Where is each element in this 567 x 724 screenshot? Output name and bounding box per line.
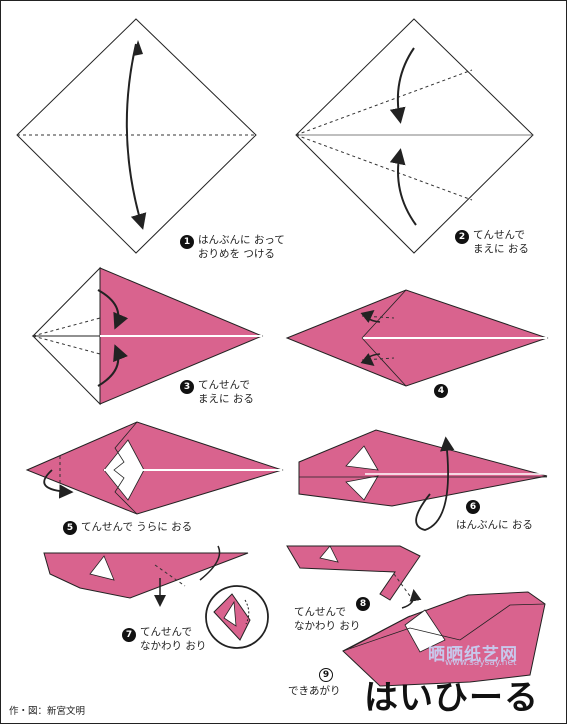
step-5-figure	[25, 421, 284, 515]
step-1-line-1: はんぶんに おって	[198, 234, 285, 246]
step-9-number: 9	[319, 668, 333, 682]
watermark-logo: 晒晒纸艺网	[428, 645, 518, 665]
step-2-caption: てんせんで まえに おる	[473, 228, 529, 256]
step-2-line-1: てんせんで	[473, 229, 525, 241]
step-3-line-1: てんせんで	[198, 379, 250, 391]
step-1-line-2: おりめを つける	[198, 248, 275, 260]
step-9-figure	[342, 591, 546, 687]
step-5-line-1: てんせんで うらに おる	[81, 521, 193, 533]
step-9-line-1: できあがり	[288, 685, 341, 697]
step-2-number: 2	[455, 230, 469, 244]
step-3-caption: てんせんで まえに おる	[198, 378, 254, 406]
step-7-caption: てんせんで なかわり おり	[140, 625, 206, 653]
step-8-line-2: なかわり おり	[294, 620, 361, 632]
step-1-caption: はんぶんに おって おりめを つける	[198, 233, 285, 261]
step-3-line-2: まえに おる	[198, 393, 254, 405]
step-2-line-2: まえに おる	[473, 243, 529, 255]
step-1-number: 1	[180, 235, 194, 249]
step-7-figure	[43, 545, 269, 649]
step-8-line-1: てんせんで	[294, 606, 346, 618]
step-6-figure	[298, 429, 548, 531]
step-7-line-1: てんせんで	[140, 626, 192, 638]
step-3-figure	[31, 266, 264, 406]
step-1-figure	[16, 18, 257, 254]
step-4-number: 4	[434, 384, 448, 398]
author-credit: 作・図：新宮文明	[9, 706, 86, 717]
step-2-figure	[295, 18, 534, 254]
step-5-caption: てんせんで うらに おる	[81, 520, 192, 534]
watermark-url: www.saysay.net	[445, 658, 517, 668]
step-6-line-1: はんぶんに おる	[456, 519, 533, 531]
step-7-number: 7	[122, 628, 136, 642]
step-8-caption: てんせんで なかわり おり	[294, 605, 360, 633]
step-8-figure	[286, 545, 422, 609]
step-7-line-2: なかわり おり	[140, 640, 207, 652]
step-8-number: 8	[356, 597, 370, 611]
step-5-number: 5	[63, 521, 77, 535]
step-6-number: 6	[466, 500, 480, 514]
step-6-caption: はんぶんに おる	[456, 518, 533, 532]
step-3-number: 3	[180, 380, 194, 394]
step-9-caption: できあがり	[288, 684, 341, 698]
model-title: はいひーる	[364, 678, 539, 718]
step-4-figure	[285, 289, 549, 387]
